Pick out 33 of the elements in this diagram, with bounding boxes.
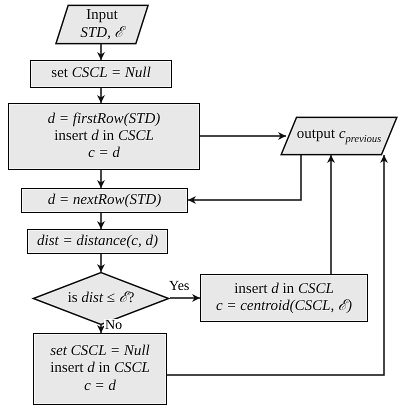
- node-text: c = d: [88, 145, 120, 162]
- arrow: [327, 155, 335, 274]
- arrow: [97, 325, 105, 333]
- node-text: set CSCL = Null: [50, 343, 150, 360]
- process-box: [27, 229, 168, 254]
- process-box: [200, 274, 368, 322]
- node-text: set CSCL = Null: [51, 65, 151, 83]
- node-text: dist = distance(c, d): [37, 232, 158, 250]
- arrow: [97, 44, 105, 60]
- arrow: [200, 132, 286, 140]
- arrow: [188, 155, 302, 204]
- node-text: insert d in CSCL: [54, 128, 154, 146]
- arrow: [97, 254, 105, 272]
- node-text: d = nextRow(STD): [48, 192, 162, 210]
- arrow: [167, 155, 388, 376]
- arrow: [97, 213, 105, 229]
- input-parallelogram: [55, 5, 149, 44]
- node-text: output c$_{previous}$: [296, 126, 382, 146]
- node-text: c = d: [84, 378, 116, 395]
- arrow: [97, 170, 105, 188]
- node-text: is dist ≤ ℰ?: [68, 290, 134, 308]
- node-text: Input STD, ℰ: [79, 7, 127, 42]
- arrow: [170, 294, 200, 302]
- node-text: c = centroid(CSCL, ℰ): [216, 298, 352, 316]
- node-text: insert d in CSCL: [50, 360, 150, 378]
- output-parallelogram: [280, 117, 398, 155]
- arrow: [97, 88, 105, 103]
- process-box: [30, 60, 172, 88]
- process-box: [8, 103, 200, 170]
- process-box: [33, 333, 167, 405]
- node-text: insert d in CSCL: [234, 280, 334, 298]
- node-text: d = firstRow(STD): [48, 110, 160, 128]
- process-box: [21, 188, 188, 213]
